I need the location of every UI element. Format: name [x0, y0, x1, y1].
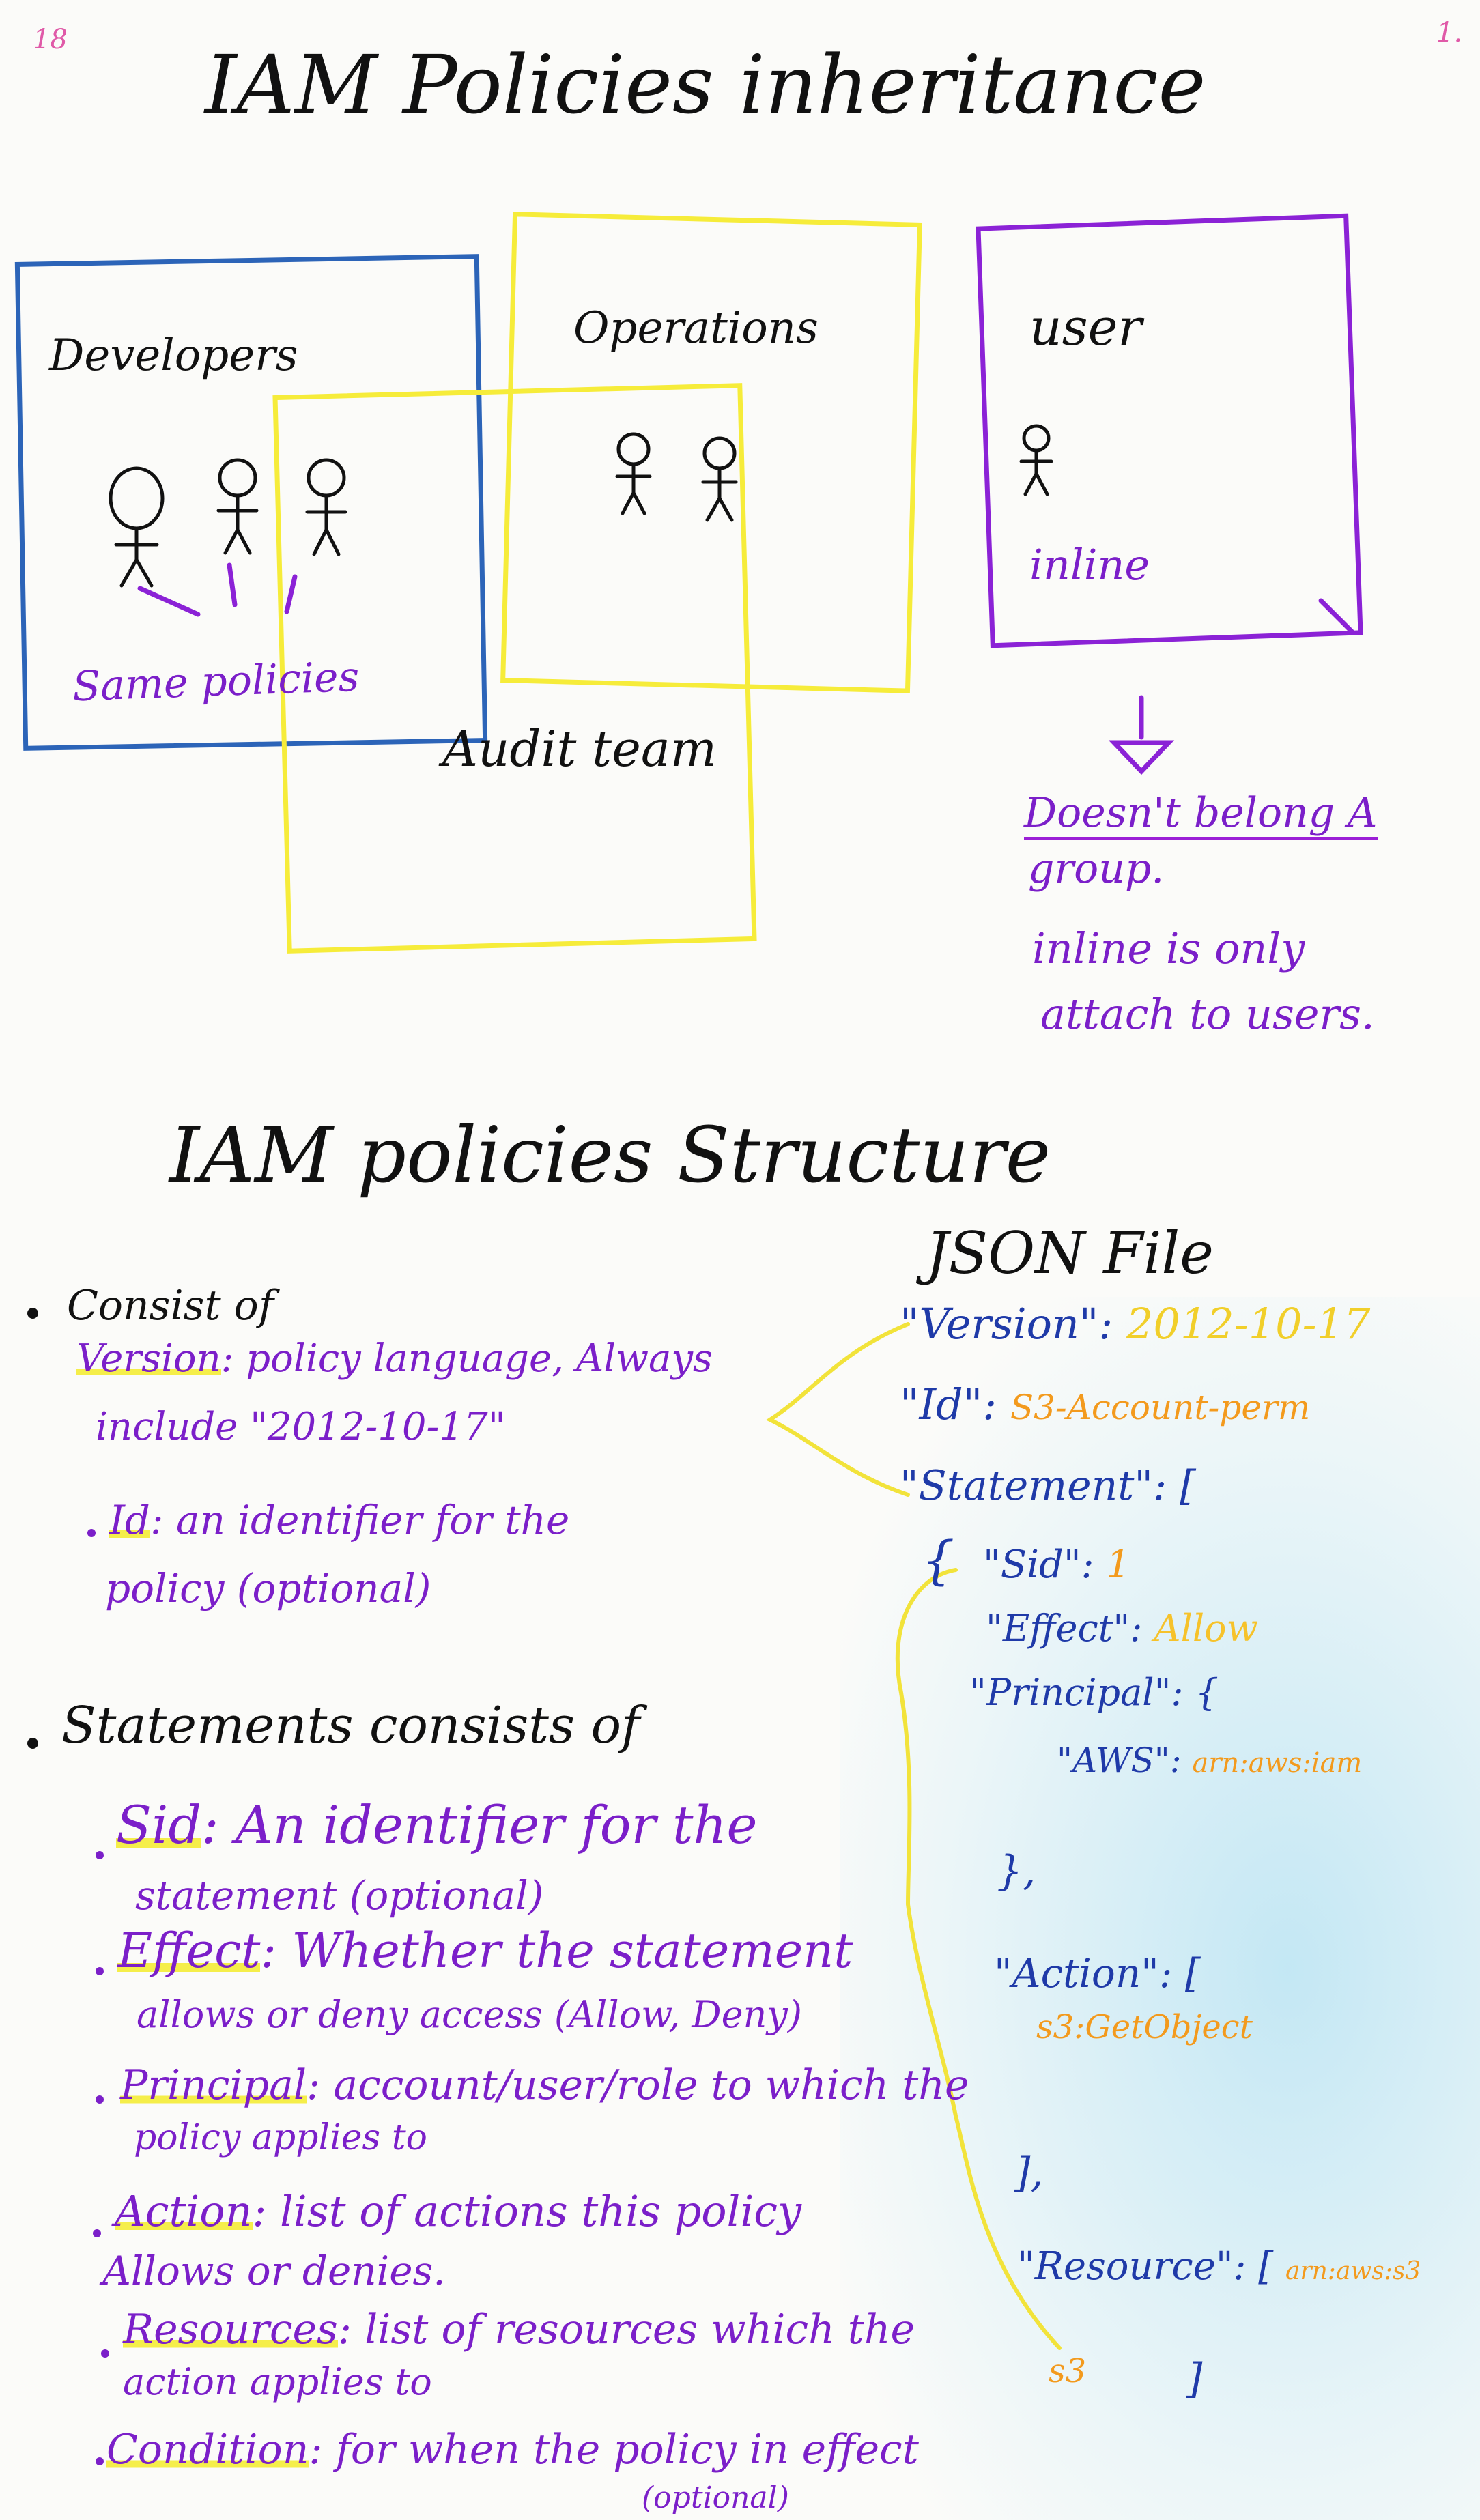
same-policies-label: Same policies [71, 653, 360, 711]
watercolor-wash [840, 1297, 1480, 2520]
bullet-principal [96, 2095, 104, 2104]
json-aws-row: "AWS": arn:aws:iam [1057, 1741, 1363, 1780]
consist-of-label: Consist of [67, 1282, 274, 1330]
bullet-action [93, 2229, 101, 2237]
condition-line-2: (optional) [642, 2480, 789, 2515]
version-line-1: Version: policy language, Always [76, 1336, 713, 1381]
id-line-1: Id: an identifier for the [109, 1497, 570, 1543]
json-close-bracket: ], [1014, 2149, 1044, 2196]
version-line-2: include "2012-10-17" [96, 1405, 506, 1449]
effect-line-2: allows or deny access (Allow, Deny) [137, 1993, 802, 2036]
note-line-4: attach to users. [1040, 989, 1375, 1039]
action-line-2: Allows or denies. [102, 2248, 446, 2294]
bullet-sid [96, 1851, 104, 1859]
user-person-icon [1019, 424, 1053, 496]
bullet-resources [101, 2349, 109, 2358]
bullet-statements [27, 1738, 38, 1749]
sid-line-2: statement (optional) [135, 1872, 544, 1919]
note-line-3: inline is only [1032, 923, 1305, 973]
json-open-brace: { [922, 1530, 955, 1590]
developer-people-icon [109, 458, 347, 588]
resources-line-1: Resources: list of resources which the [123, 2306, 915, 2353]
note-line-1: Doesn't belong A [1024, 789, 1378, 840]
id-line-2: policy (optional) [105, 1565, 431, 1612]
operations-people-icon [615, 432, 738, 522]
statements-heading: Statements consists of [61, 1696, 640, 1755]
json-final-bracket: ] [1186, 2355, 1203, 2403]
json-action-value: s3:GetObject [1036, 2008, 1253, 2046]
json-effect-row: "Effect": Allow [986, 1607, 1258, 1650]
json-resource-value-2: s3 [1049, 2352, 1087, 2390]
bullet-consist [27, 1308, 38, 1319]
bullet-effect [96, 1967, 104, 1975]
effect-line-1: Effect: Whether the statement [117, 1923, 853, 1979]
resources-line-2: action applies to [123, 2360, 432, 2403]
sid-line-1: Sid: An identifier for the [116, 1794, 758, 1855]
principal-line-1: Principal: account/user/role to which th… [120, 2061, 969, 2109]
structure-title: IAM policies Structure [169, 1111, 1051, 1200]
operations-label: Operations [573, 303, 819, 354]
developers-label: Developers [49, 330, 298, 381]
json-id-row: "Id": S3-Account-perm [900, 1379, 1311, 1429]
json-action-row: "Action": [ [994, 1950, 1201, 1996]
inheritance-title: IAM Policies inheritance [205, 38, 1206, 132]
principal-line-2: policy applies to [134, 2117, 427, 2158]
note-line-2: group. [1028, 845, 1165, 893]
json-statement-row: "Statement": [ [900, 1462, 1196, 1510]
json-principal-row: "Principal": { [969, 1671, 1219, 1714]
user-label: user [1029, 298, 1142, 357]
json-resource-row: "Resource": [ arn:aws:s3 [1017, 2244, 1421, 2289]
bullet-id [87, 1529, 96, 1537]
bullet-condition [96, 2457, 104, 2465]
json-sid-row: "Sid": 1 [983, 1543, 1130, 1587]
action-line-1: Action: list of actions this policy [115, 2186, 802, 2236]
json-file-heading: JSON File [926, 1220, 1214, 1287]
corner-mark-left: 18 [33, 24, 68, 55]
corner-mark-right: 1. [1436, 17, 1463, 48]
json-close-brace: }, [997, 1847, 1036, 1895]
condition-line-1: Condition: for when the policy in effect [106, 2426, 919, 2474]
inline-label: inline [1029, 540, 1150, 590]
json-version-row: "Version": 2012-10-17 [900, 1299, 1371, 1349]
audit-team-label: Audit team [442, 720, 717, 777]
